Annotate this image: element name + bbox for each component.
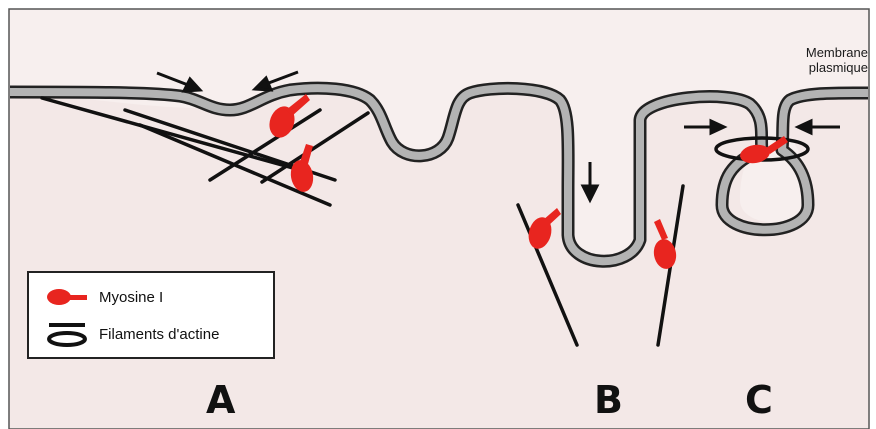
legend-myosin-label: Myosine I bbox=[99, 289, 163, 306]
legend-row-actin: Filaments d'actine bbox=[45, 319, 219, 349]
actin-filament-icon bbox=[45, 319, 89, 349]
membrane-label-line1: Membrane bbox=[806, 45, 868, 60]
myosin-icon bbox=[45, 287, 89, 307]
legend: Myosine I Filaments d'actine bbox=[27, 271, 275, 359]
panel-label-c: C bbox=[745, 378, 773, 422]
panel-label-b: B bbox=[594, 378, 623, 422]
legend-row-myosin: Myosine I bbox=[45, 287, 163, 307]
legend-actin-label: Filaments d'actine bbox=[99, 326, 219, 343]
panel-label-a: A bbox=[206, 378, 235, 422]
membrane-label: Membrane plasmique bbox=[806, 45, 868, 75]
membrane-label-line2: plasmique bbox=[806, 60, 868, 75]
